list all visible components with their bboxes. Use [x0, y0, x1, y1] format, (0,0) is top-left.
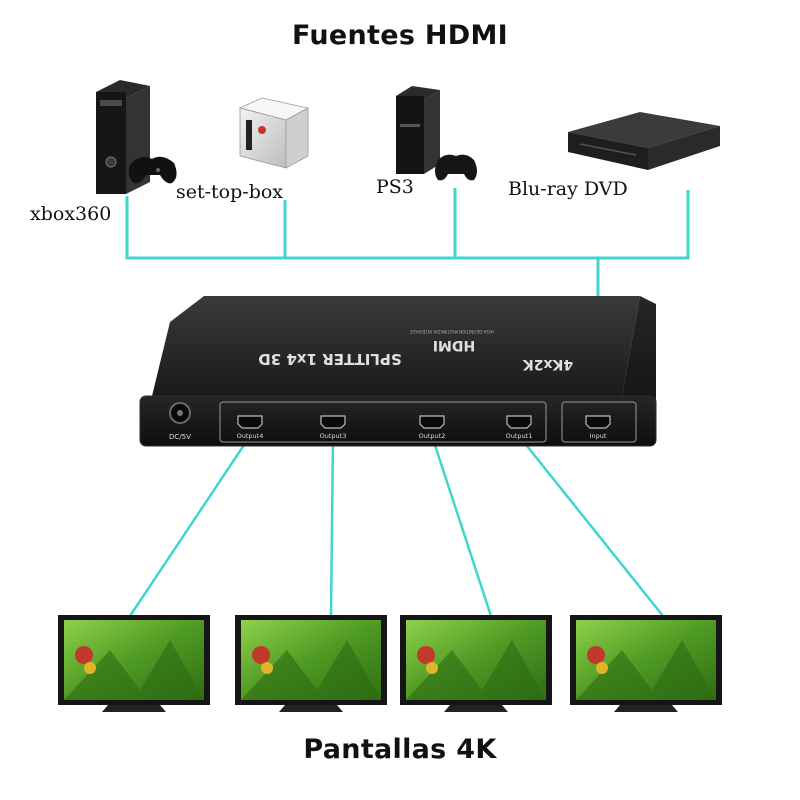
splitter-brand-logo: HDMI — [433, 337, 475, 353]
output-port-panel — [219, 401, 547, 443]
hdmi-port-output4: Output4 — [237, 415, 264, 440]
hdmi-port-input: Input — [585, 415, 611, 440]
hdmi-splitter-device: HDMI 4Kx2K SPLITTER 1x4 3D HIGH-DEFINITI… — [139, 296, 657, 447]
xbox360-console-icon — [96, 80, 177, 194]
hdmi-port-output3: Output3 — [320, 415, 347, 440]
source-label-set-top-box: set-top-box — [176, 181, 284, 203]
splitter-model-line2: SPLITTER 1x4 3D — [258, 350, 401, 368]
port-label-output2: Output2 — [419, 432, 446, 440]
set-top-box-icon — [238, 97, 310, 169]
hdmi-port-output2: Output2 — [419, 415, 446, 440]
source-label-xbox360: xbox360 — [30, 203, 112, 225]
tv-display-icon — [400, 615, 552, 712]
splitter-small-print: HIGH-DEFINITION MULTIMEDIA INTERFACE — [410, 329, 494, 334]
tv-display-icon — [570, 615, 722, 712]
bluray-player-icon — [568, 112, 720, 170]
port-label-output1: Output1 — [506, 432, 533, 440]
tv-display-icon — [235, 615, 387, 712]
splitter-model-line1: 4Kx2K — [522, 356, 573, 372]
hdmi-port-output1: Output1 — [506, 415, 533, 440]
power-label: DC/5V — [169, 433, 191, 441]
sources-title: Fuentes HDMI — [291, 20, 509, 51]
displays-title: Pantallas 4K — [303, 734, 497, 765]
display-cables — [128, 435, 664, 617]
source-label-bluray: Blu-ray DVD — [508, 178, 628, 200]
port-label-input: Input — [590, 432, 607, 440]
input-port-panel — [561, 401, 637, 443]
port-label-output3: Output3 — [320, 432, 347, 440]
port-label-output4: Output4 — [237, 432, 264, 440]
tv-display-icon — [58, 615, 210, 712]
source-label-ps3: PS3 — [376, 176, 414, 198]
ps3-console-icon — [396, 86, 477, 181]
display-row — [58, 615, 722, 712]
